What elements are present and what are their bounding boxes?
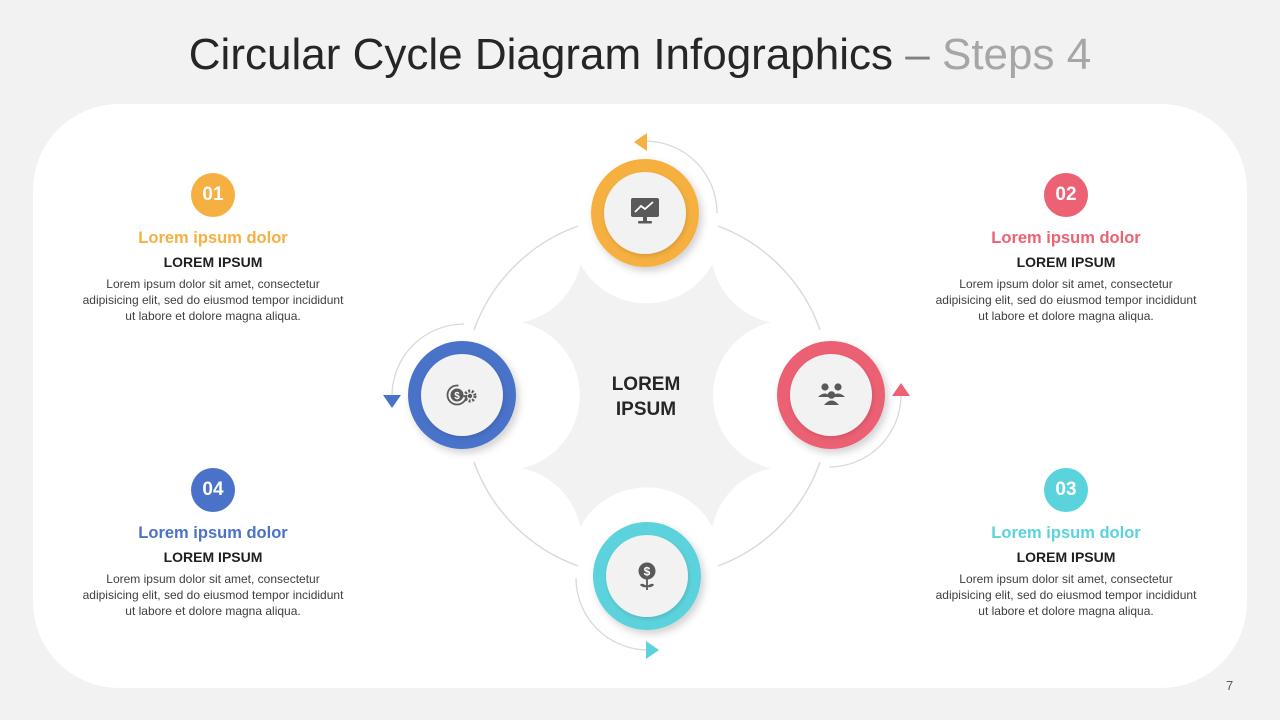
svg-text:$: $ [644,565,651,579]
title-separator: – [905,30,930,79]
step-description: Lorem ipsum dolor sit amet, consectetur … [935,277,1197,323]
step-description: Lorem ipsum dolor sit amet, consectetur … [935,572,1197,618]
team-icon [818,383,845,405]
node-01 [591,159,699,267]
center-label-line1: LOREM [611,374,681,395]
step-03: 03 Lorem ipsum dolor LOREM IPSUM Lorem i… [916,468,1216,619]
presentation-chart-icon [631,198,659,224]
step-heading: Lorem ipsum dolor [991,524,1141,542]
connector-arc-bottom-right [717,461,821,567]
arrow-top-icon [634,133,647,151]
connector-arc-top-right [717,225,821,331]
step-number-badge: 03 [1044,468,1088,512]
step-01: 01 Lorem ipsum dolor LOREM IPSUM Lorem i… [63,173,363,324]
step-number-badge: 01 [191,173,235,217]
svg-text:$: $ [454,391,460,402]
slide-title: Circular Cycle Diagram Infographics – St… [0,30,1280,80]
step-heading: Lorem ipsum dolor [138,229,288,247]
title-subtitle: Steps 4 [941,30,1092,79]
node-04: $ [408,341,516,449]
step-heading: Lorem ipsum dolor [991,229,1141,247]
connector-arc-bottom-left [473,461,579,567]
step-description: Lorem ipsum dolor sit amet, consectetur … [82,572,344,618]
step-description: Lorem ipsum dolor sit amet, consectetur … [82,277,344,323]
money-gear-icon: $ [446,384,477,406]
center-label: LOREM IPSUM [576,372,716,422]
flow-arc-left [391,323,465,397]
step-heading: Lorem ipsum dolor [138,524,288,542]
node-02 [777,341,885,449]
arrow-right-icon [892,383,910,396]
title-main: Circular Cycle Diagram Infographics [188,30,894,79]
step-subheading: LOREM IPSUM [1016,549,1116,565]
arrow-bottom-icon [646,641,659,659]
node-03: $ [593,522,701,630]
central-hub [522,264,771,527]
step-02: 02 Lorem ipsum dolor LOREM IPSUM Lorem i… [916,173,1216,324]
arrow-left-icon [383,395,401,408]
money-plant-icon: $ [638,562,656,590]
connector-arc-top-left [473,225,579,331]
step-number-badge: 02 [1044,173,1088,217]
step-subheading: LOREM IPSUM [163,549,263,565]
center-label-line2: IPSUM [615,399,677,420]
step-number-badge: 04 [191,468,235,512]
step-04: 04 Lorem ipsum dolor LOREM IPSUM Lorem i… [63,468,363,619]
flow-arc-bottom [575,577,649,651]
page-number: 7 [1226,678,1234,693]
flow-arc-top [644,140,718,214]
step-subheading: LOREM IPSUM [1016,254,1116,270]
flow-arc-right [828,394,902,468]
step-subheading: LOREM IPSUM [163,254,263,270]
